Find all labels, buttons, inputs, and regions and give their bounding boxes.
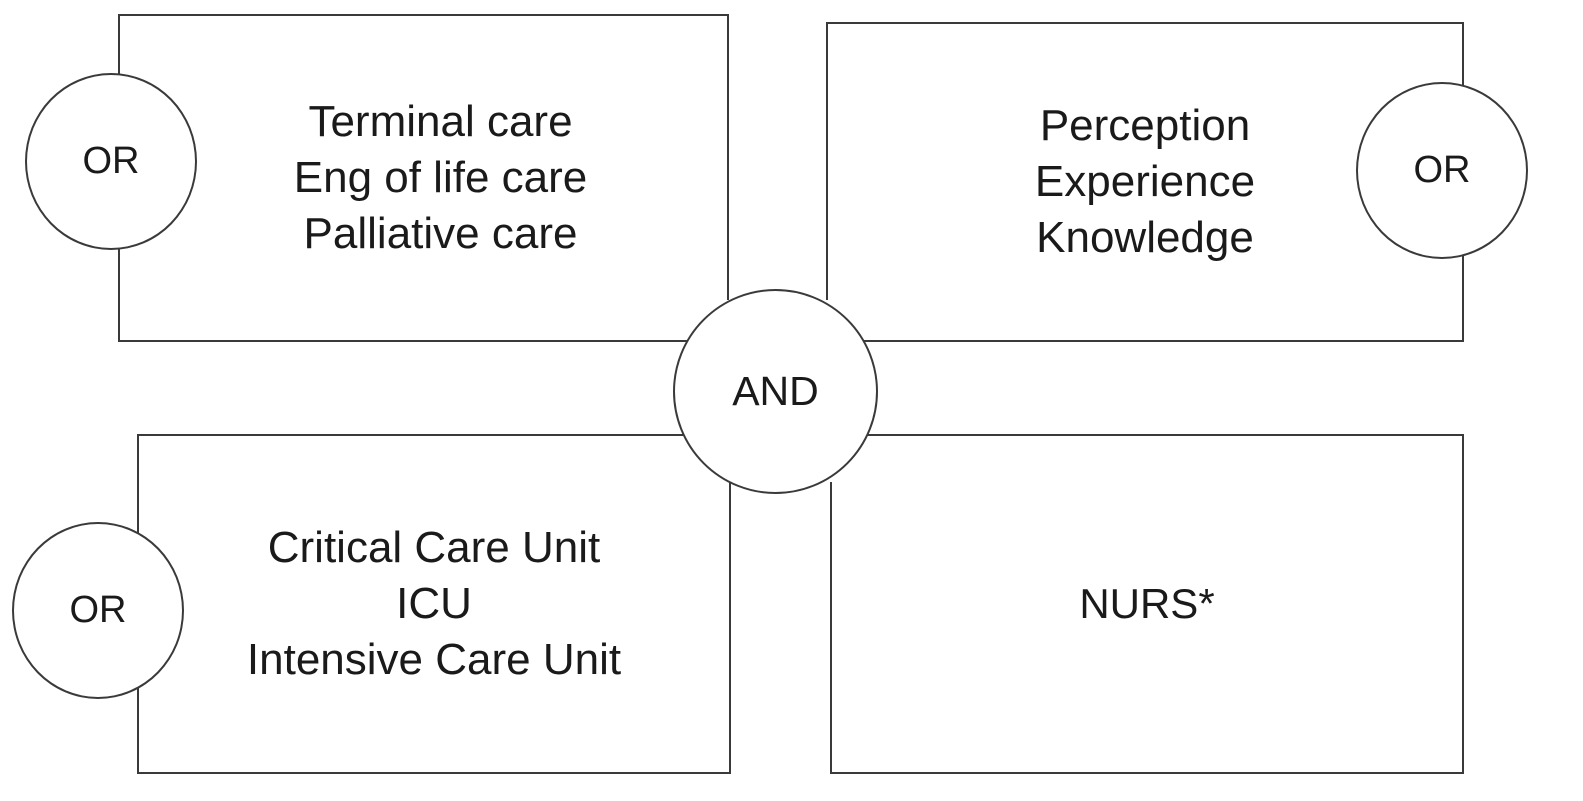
concept-box-nurses: NURS* bbox=[830, 434, 1464, 774]
operator-and-center: AND bbox=[673, 289, 878, 494]
term-label: Eng of life care bbox=[293, 152, 588, 202]
term-label: Palliative care bbox=[303, 209, 578, 259]
term-label: ICU bbox=[396, 578, 472, 628]
concept-box-terminal-care: Terminal care Eng of life care Palliativ… bbox=[118, 14, 729, 342]
term-label: Terminal care bbox=[308, 96, 573, 146]
term-label: Knowledge bbox=[1036, 213, 1254, 263]
term-label: Critical Care Unit bbox=[267, 522, 601, 572]
concept-box-critical-care-unit: Critical Care Unit ICU Intensive Care Un… bbox=[137, 434, 731, 774]
operator-or-bottom-left: OR bbox=[12, 522, 184, 699]
operator-or-top-right: OR bbox=[1356, 82, 1528, 259]
term-label: Intensive Care Unit bbox=[246, 635, 622, 685]
term-label: Perception bbox=[1039, 100, 1251, 150]
term-label: Experience bbox=[1034, 156, 1256, 206]
operator-or-top-left: OR bbox=[25, 73, 197, 250]
term-label: NURS* bbox=[1079, 580, 1215, 628]
